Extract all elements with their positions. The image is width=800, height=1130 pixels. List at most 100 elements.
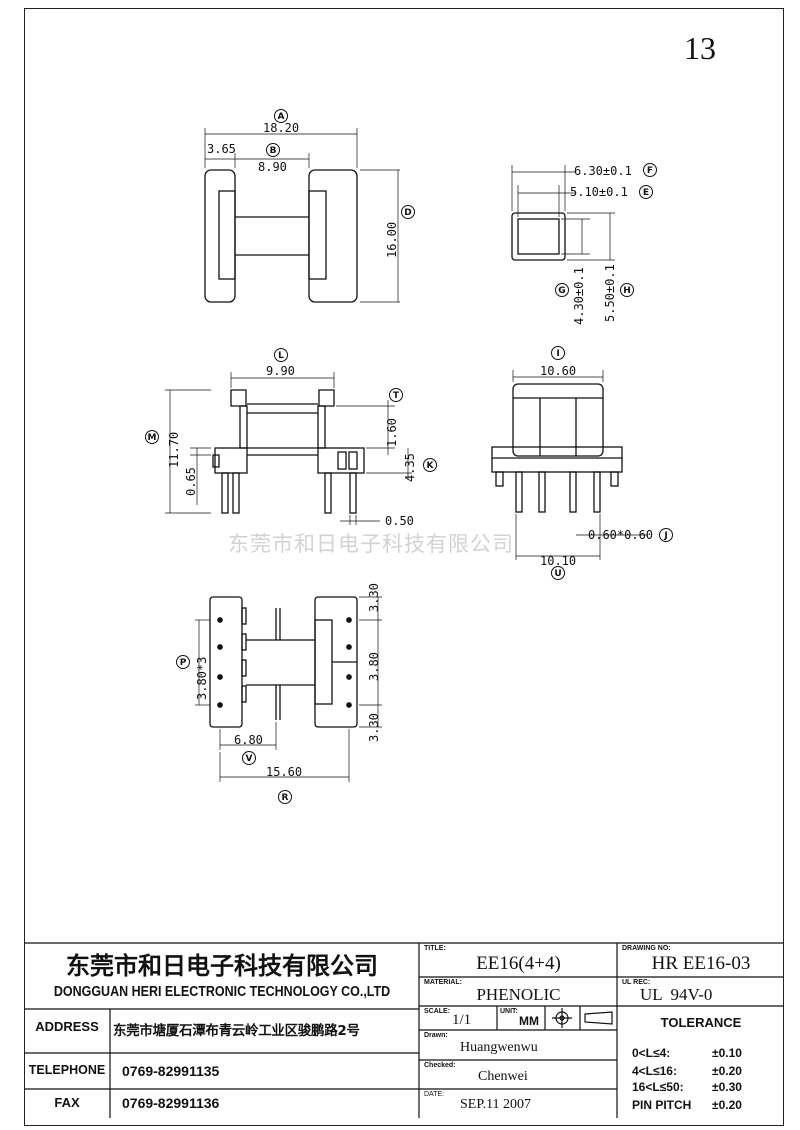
dim-J: 0.60*0.60 (588, 528, 653, 542)
dimension-texts: 18.20 3.65 8.90 16.00 6.30±0.1 5.10±0.1 … (167, 121, 653, 779)
label-G: G (555, 283, 569, 297)
telephone-value: 0769-82991135 (122, 1063, 220, 1079)
label-D: D (401, 205, 415, 219)
front-view (165, 372, 412, 525)
checked-value: Chenwei (478, 1069, 528, 1084)
label-F: F (643, 163, 657, 177)
material-caption: MATERIAL: (424, 979, 462, 986)
company-name-cn: 东莞市和日电子科技有限公司 (66, 952, 378, 980)
svg-text:K: K (427, 461, 435, 471)
label-E: E (639, 185, 653, 199)
svg-text:F: F (647, 166, 653, 176)
side-view (491, 370, 648, 560)
tolerance-range-4: PIN PITCH (632, 1098, 692, 1112)
fax-value: 0769-82991136 (122, 1095, 220, 1111)
drawn-value: Huangwenwu (460, 1040, 538, 1055)
dim-pin: 0.65 (184, 467, 198, 496)
label-I: I (551, 346, 565, 360)
svg-text:H: H (623, 286, 631, 296)
page-number: 13 (684, 30, 716, 66)
scale-value: 1/1 (452, 1012, 472, 1028)
tolerance-value-2: ±0.20 (712, 1064, 742, 1078)
address-value: 东莞市塘厦石潭布青云岭工业区骏鹏路2号 (113, 1023, 360, 1039)
address-label: ADDRESS (35, 1019, 99, 1034)
dim-M: 11.70 (167, 432, 181, 468)
top-view (204, 128, 400, 303)
date-value: SEP.11 2007 (460, 1097, 532, 1112)
dim-U: 10.10 (540, 554, 576, 568)
title-value: EE16(4+4) (476, 953, 561, 974)
svg-text:D: D (404, 208, 411, 218)
scale-caption: SCALE: (424, 1008, 451, 1015)
hole-view (511, 165, 615, 261)
dim-pin-thick: 0.50 (385, 514, 414, 528)
label-U: U (551, 566, 565, 580)
tolerance-title: TOLERANCE (660, 1015, 742, 1030)
title-caption: TITLE: (424, 945, 446, 952)
label-H: H (620, 283, 634, 297)
dim-b-left: 3.65 (207, 142, 236, 156)
drawing-no-value: HR EE16-03 (651, 953, 751, 974)
dim-mid-right: 3.80 (367, 652, 381, 681)
circle-labels: A B D F E G H L I T M K J U P V R (145, 109, 673, 804)
svg-text:M: M (148, 433, 157, 443)
svg-text:G: G (558, 286, 565, 296)
dim-E: 5.10±0.1 (570, 185, 628, 199)
dim-F: 6.30±0.1 (574, 164, 632, 178)
label-R: R (278, 790, 292, 804)
tolerance-value-4: ±0.20 (712, 1098, 742, 1112)
svg-text:I: I (556, 349, 559, 359)
dim-V: 6.80 (234, 733, 263, 747)
ul-value: UL 94V-0 (640, 985, 713, 1004)
dim-G: 4.30±0.1 (572, 267, 586, 325)
telephone-label: TELEPHONE (28, 1063, 106, 1077)
ul-caption: UL REC: (622, 979, 651, 986)
svg-text:A: A (278, 112, 285, 122)
watermark: 东莞市和日电子科技有限公司 (228, 532, 514, 556)
dim-L: 9.90 (266, 364, 295, 378)
dim-B: 8.90 (258, 160, 287, 174)
tolerance-value-1: ±0.10 (712, 1046, 742, 1060)
bottom-view (195, 596, 382, 782)
dim-bot-right: 3.30 (367, 713, 381, 742)
checked-caption: Checked: (424, 1062, 456, 1069)
label-M: M (145, 430, 159, 444)
svg-text:E: E (643, 188, 649, 198)
svg-text:P: P (180, 658, 187, 668)
svg-text:J: J (663, 531, 667, 541)
unit-value: MM (519, 1014, 539, 1028)
dim-I: 10.60 (540, 364, 576, 378)
dim-top-right: 3.30 (367, 583, 381, 612)
title-block-grid (24, 942, 784, 1118)
label-V: V (242, 751, 256, 765)
svg-text:L: L (278, 351, 284, 361)
unit-caption: UNIT: (500, 1008, 518, 1015)
label-J: J (659, 528, 673, 542)
dim-P: 3.80*3 (195, 657, 209, 700)
svg-text:V: V (246, 754, 253, 764)
svg-text:T: T (393, 391, 400, 401)
svg-text:U: U (554, 569, 561, 579)
projection-symbol-icon (552, 1008, 613, 1028)
label-L: L (274, 348, 288, 362)
dim-H: 5.50±0.1 (603, 264, 617, 322)
label-A: A (274, 109, 288, 123)
company-name-en: DONGGUAN HERI ELECTRONIC TECHNOLOGY CO.,… (53, 983, 391, 1000)
tolerance-range-2: 4<L≤16: (632, 1064, 677, 1078)
svg-text:R: R (282, 793, 289, 803)
label-K: K (423, 458, 437, 472)
label-B: B (266, 143, 280, 157)
svg-text:B: B (270, 146, 277, 156)
drawing-no-caption: DRAWING NO: (622, 945, 671, 952)
label-T: T (389, 388, 403, 402)
drawing-frame (24, 8, 784, 1126)
dim-K: 4.35 (403, 453, 417, 482)
tolerance-range-3: 16<L≤50: (632, 1080, 684, 1094)
tolerance-value-3: ±0.30 (712, 1080, 742, 1094)
tolerance-range-1: 0<L≤4: (632, 1046, 671, 1060)
date-caption: DATE: (424, 1091, 445, 1098)
drawn-caption: Drawn: (424, 1032, 448, 1039)
dim-D: 16.00 (385, 222, 399, 258)
fax-label: FAX (54, 1095, 80, 1110)
